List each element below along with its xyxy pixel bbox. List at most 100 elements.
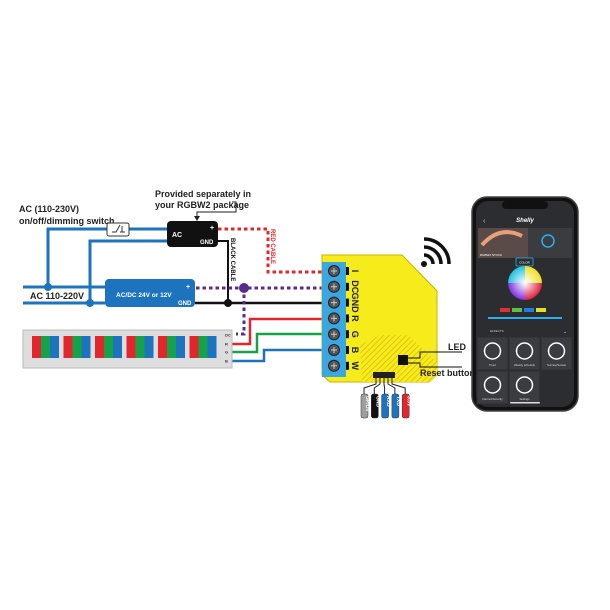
wifi-icon [421, 237, 451, 267]
terminal-label: B [350, 347, 360, 354]
effects-dropdown[interactable]: EFFECTS [490, 329, 504, 333]
led-component [398, 355, 408, 365]
preset-green[interactable] [512, 308, 522, 312]
rgb-led [95, 336, 122, 358]
provided-note-line1: Provided separately in [155, 189, 251, 199]
tile-icon [483, 342, 502, 360]
header-pin-gnd: GND [371, 393, 381, 419]
rgb-led [63, 336, 91, 358]
ac-adapter [167, 221, 218, 247]
tile-weekly-schedule[interactable]: Weekly schedule [508, 336, 541, 371]
strip-pin-label: R [225, 342, 228, 347]
device-name: RGBW2 STOCK [480, 253, 502, 257]
psu-label: AC/DC 24V or 12V [116, 292, 172, 299]
strip-pins: DC RGB [225, 333, 231, 364]
header-pin-label: 3.3V [405, 396, 411, 407]
smartphone: Shelly ‹ RGBW2 STOCK COLOR EFFECTS ⌄ Tim… [471, 196, 579, 412]
header-connector [373, 372, 395, 378]
terminal-g: G [328, 328, 360, 341]
red-cable-label: RED CABLE [269, 229, 275, 264]
terminal-dc: DC [328, 280, 360, 294]
header-pin-txd: TXD [391, 393, 401, 419]
reset-label: Reset button [420, 368, 475, 378]
header-pin-gpio0: GPIO0 [360, 393, 370, 419]
preset-blue[interactable] [524, 308, 534, 312]
reset-pointer [408, 362, 462, 368]
junction-dot [86, 299, 94, 307]
tile-icon [547, 342, 566, 360]
tile-label: Sunrise/Sunset [547, 363, 566, 367]
preset-red[interactable] [500, 308, 510, 312]
rgb-led [158, 336, 185, 358]
terminal-r: R [328, 312, 360, 325]
led-label: LED [448, 342, 467, 352]
provided-note-line2: your RGBW2 package [155, 200, 249, 210]
chevron-down-icon: ⌄ [563, 329, 567, 335]
strip-leds [32, 336, 217, 358]
strip-pin-label: G [225, 350, 228, 355]
color-mode-button[interactable] [515, 257, 534, 267]
color-mode-label: COLOR [519, 261, 531, 265]
ac-adapter-plus: + [210, 225, 214, 232]
terminal-label: W [350, 362, 360, 371]
header-wire [373, 378, 381, 394]
rgb-led [32, 336, 59, 358]
switch-label-line1: AC (110-230V) [19, 204, 79, 214]
red-wire [232, 317, 325, 346]
home-indicator [510, 402, 540, 404]
black-cable-label: BLACK CABLE [229, 238, 235, 281]
tile-icon [515, 342, 534, 360]
psu-gnd: GND [178, 301, 192, 307]
terminal-b: B [328, 344, 360, 356]
junction-dot [239, 283, 249, 293]
terminal-label: DC [350, 280, 360, 293]
tile-label: Settings [519, 397, 530, 401]
junction-dot [224, 299, 232, 307]
tile-settings[interactable]: Settings [508, 370, 541, 405]
power-button[interactable] [541, 234, 555, 248]
color-wheel[interactable] [508, 266, 542, 300]
back-icon[interactable]: ‹ [483, 218, 486, 225]
power-supply [105, 279, 195, 307]
ac-adapter-ac: AC [172, 232, 182, 239]
tile-icon [515, 376, 534, 394]
header-pin-label: GPIO0 [364, 396, 370, 412]
header-pin-rxd: RXD [381, 393, 391, 419]
rgb-led [126, 336, 154, 358]
app-logo: Shelly [516, 218, 534, 224]
blue-wire [232, 348, 325, 363]
tile-timer[interactable]: Timer [476, 336, 509, 371]
switch-icon [106, 222, 130, 237]
header-pin-label: TXD [395, 396, 401, 406]
tile-internet-security[interactable]: Internet/Security [476, 370, 509, 405]
tile-label: Internet/Security [482, 397, 503, 401]
strip-pin-label: DC [225, 333, 231, 338]
mains-label: AC 110-220V [30, 291, 84, 301]
header-pin-33v: 3.3V [401, 393, 411, 419]
junction-dot [44, 283, 52, 291]
provided-arrow [196, 201, 237, 218]
red-cable [218, 227, 325, 274]
led-pointer [408, 351, 462, 359]
terminal-label: R [350, 315, 360, 322]
header-wire [391, 378, 406, 394]
terminal-w: W [328, 359, 360, 372]
terminal-gnd: GND [328, 293, 360, 314]
header-pin-label: GND [375, 396, 381, 408]
led-strip-photo [480, 230, 523, 247]
header-wire [363, 378, 377, 394]
green-wire [232, 332, 325, 354]
psu-plus: + [186, 284, 190, 291]
phone-notch [502, 201, 548, 209]
switch-label-line2: on/off/dimming switch [19, 216, 115, 226]
preset-yellow[interactable] [536, 308, 546, 312]
header-wire [387, 378, 396, 394]
tile-sunrise-sunset[interactable]: Sunrise/Sunset [540, 336, 573, 371]
terminal-i: I [328, 265, 360, 277]
strip-pin-label: B [225, 359, 228, 364]
terminal-label: GND [350, 293, 360, 314]
brightness-slider[interactable] [488, 317, 562, 319]
